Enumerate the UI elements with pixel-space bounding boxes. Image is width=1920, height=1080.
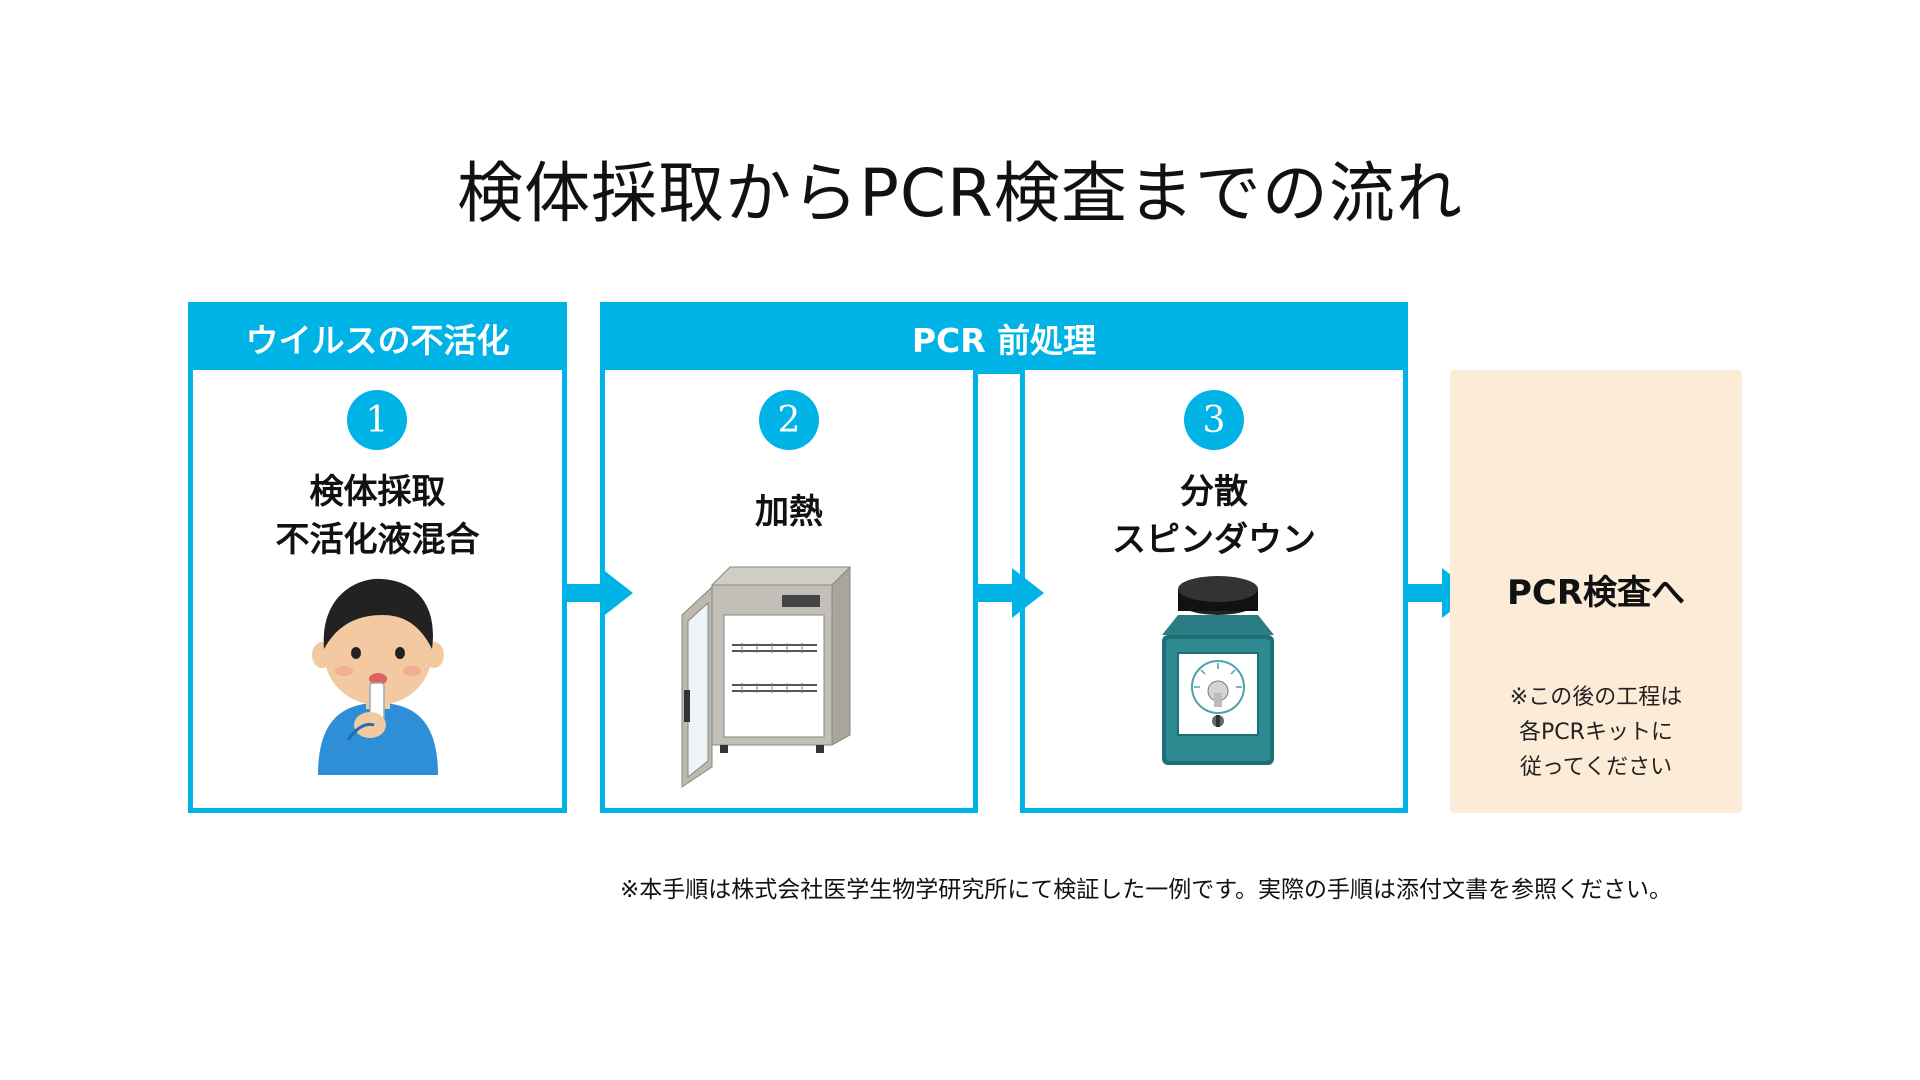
final-step-note: ※この後の工程は 各PCRキットに 従ってください [1450, 680, 1742, 785]
arrow-right-icon [978, 568, 1044, 618]
step-label-1-line-1: 検体採取 [309, 472, 446, 512]
footnote: ※本手順は株式会社医学生物学研究所にて検証した一例です。実際の手順は添付文書を参… [620, 877, 1672, 903]
group-header-pcr-pretreatment: PCR 前処理 [600, 302, 1408, 374]
vortex-mixer-icon [1162, 576, 1274, 765]
step-label-3: 分散 スピンダウン [1020, 468, 1408, 564]
step-label-2-line-1: 加熱 [755, 492, 823, 532]
final-note-line-1: ※この後の工程は [1509, 685, 1683, 710]
step-number-3: 3 [1184, 390, 1244, 450]
person-swab-icon [312, 578, 444, 775]
step-number-2: 2 [759, 390, 819, 450]
step-label-3-line-1: 分散 [1180, 472, 1248, 512]
incubator-icon [681, 565, 851, 788]
step-number-1: 1 [347, 390, 407, 450]
page-title: 検体採取からPCR検査までの流れ [457, 155, 1463, 232]
arrow-right-icon [567, 568, 633, 618]
final-step-box [1450, 370, 1742, 813]
final-note-line-2: 各PCRキットに [1519, 720, 1673, 745]
step-label-1-line-2: 不活化液混合 [275, 520, 480, 560]
step-label-2: 加熱 [600, 488, 978, 536]
final-note-line-3: 従ってください [1519, 755, 1673, 780]
final-step-title: PCR検査へ [1506, 573, 1686, 613]
step-label-1: 検体採取 不活化液混合 [188, 468, 567, 564]
step-label-3-line-2: スピンダウン [1112, 520, 1316, 560]
group-header-inactivation: ウイルスの不活化 [188, 302, 567, 374]
